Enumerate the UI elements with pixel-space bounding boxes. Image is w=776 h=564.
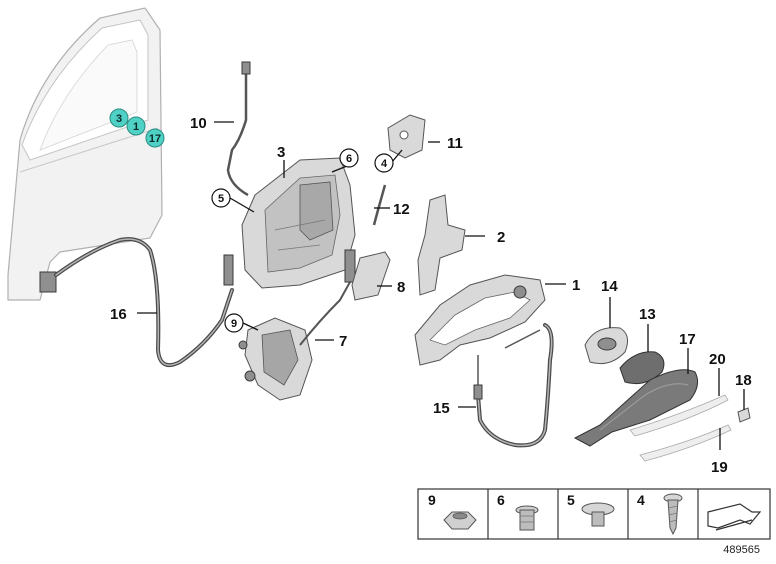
callout-8: 8	[397, 279, 405, 296]
callout-4-circle	[374, 153, 394, 173]
part-11-striker	[387, 114, 426, 159]
callout-6-circle	[339, 148, 359, 168]
callout-19: 19	[711, 459, 728, 476]
svg-text:17: 17	[149, 133, 161, 145]
document-number: 489565	[723, 544, 760, 556]
part-15-cable	[473, 323, 554, 448]
callout-9-circle	[224, 313, 244, 333]
callout-7: 7	[339, 333, 347, 350]
fastener-table: 9 6 5 4	[417, 488, 771, 540]
part-8-bracket	[351, 251, 391, 301]
part-13-cover	[619, 351, 665, 385]
pan-head-screw-icon	[581, 502, 615, 527]
part-10-rod	[226, 61, 251, 197]
callout-labels: 10 3 6 5 4 11 12 2 8 1 7 9 16 15 14 13 1…	[110, 115, 752, 476]
callout-14: 14	[601, 278, 618, 295]
callout-20: 20	[709, 351, 726, 368]
part-17-outer-handle	[573, 369, 699, 447]
door-marker-17: 17	[145, 128, 165, 148]
part-20-trim-strip	[629, 394, 729, 437]
table-label-9: 9	[428, 492, 436, 508]
leader-lines	[137, 121, 745, 450]
self-tapping-screw-icon	[663, 493, 683, 536]
door-marker-1: 1	[126, 116, 146, 136]
callout-13: 13	[639, 306, 656, 323]
callout-5: 5	[218, 193, 224, 205]
table-label-5: 5	[567, 492, 575, 508]
callout-18: 18	[735, 372, 752, 389]
callout-10: 10	[190, 115, 207, 132]
callout-15: 15	[433, 400, 450, 417]
svg-text:3: 3	[116, 113, 122, 125]
part-7-actuator	[238, 249, 356, 401]
part-12-rod	[372, 184, 387, 226]
part-3-door-lock	[241, 157, 356, 289]
direction-arrow-icon	[707, 503, 762, 531]
callout-3: 3	[277, 144, 285, 161]
callout-5-circle	[211, 188, 231, 208]
callout-9: 9	[231, 318, 237, 330]
part-14-cap	[584, 327, 629, 365]
hex-nut-icon	[443, 511, 477, 530]
table-label-4: 4	[637, 492, 645, 508]
part-2-bracket	[417, 194, 466, 296]
callout-1: 1	[572, 277, 580, 294]
callout-4: 4	[381, 158, 388, 170]
callout-2: 2	[497, 229, 505, 246]
svg-text:1: 1	[133, 121, 139, 133]
table-label-6: 6	[497, 492, 505, 508]
callout-6: 6	[346, 153, 352, 165]
callout-17: 17	[679, 331, 696, 348]
callout-11: 11	[447, 135, 463, 152]
callout-12: 12	[393, 201, 410, 218]
callout-16: 16	[110, 306, 127, 323]
torx-screw-icon	[515, 505, 539, 531]
door-marker-3: 3	[109, 108, 129, 128]
part-18-cap	[737, 407, 751, 423]
part-1-handle-carrier	[414, 274, 546, 366]
part-16-cable	[39, 237, 234, 367]
part-19-trim-strip	[639, 424, 732, 462]
